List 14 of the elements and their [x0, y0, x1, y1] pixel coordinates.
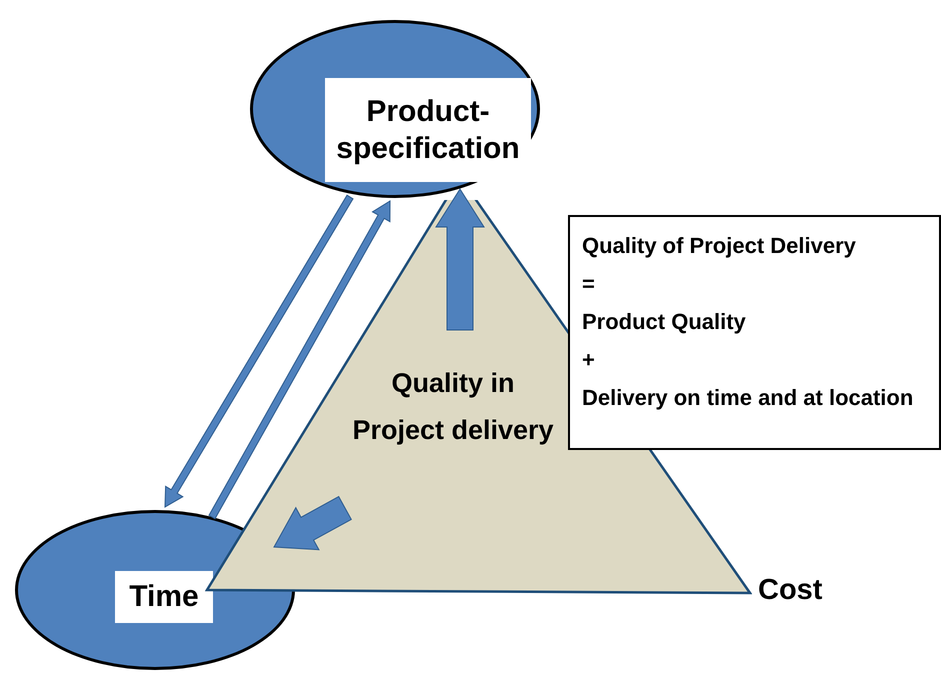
- note-box: [568, 215, 941, 450]
- block-arrow: [435, 188, 485, 330]
- note-line: +: [582, 346, 595, 374]
- triangle-label: Quality in Project delivery: [351, 367, 555, 448]
- arrow: [164, 194, 354, 508]
- block-arrow: [273, 496, 352, 550]
- arrow: [208, 200, 390, 520]
- text-label: Product- specification: [325, 78, 531, 182]
- note-line: Delivery on time and at location: [582, 384, 914, 412]
- note-line: Product Quality: [582, 308, 746, 336]
- vertex-label: Cost: [758, 574, 822, 607]
- note-line: =: [582, 270, 595, 298]
- text-label: Time: [115, 571, 213, 623]
- note-line: Quality of Project Delivery: [582, 232, 856, 260]
